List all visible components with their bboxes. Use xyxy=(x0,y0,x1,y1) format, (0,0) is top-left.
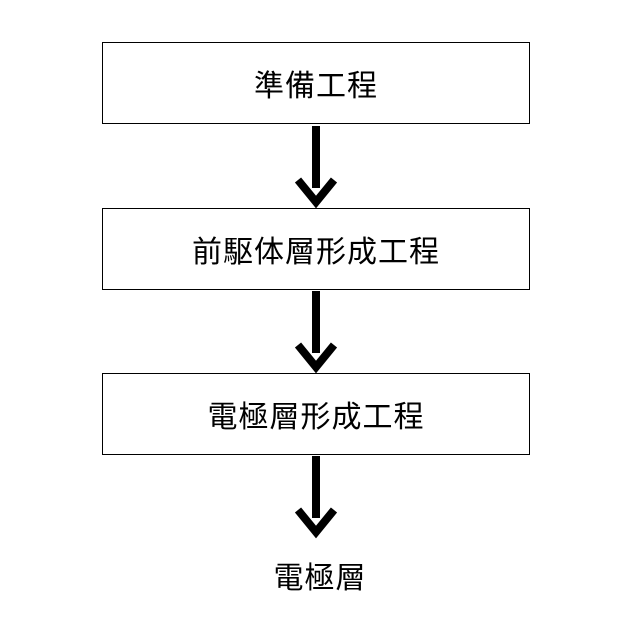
step-box-electrode-layer-formation: 電極層形成工程 xyxy=(102,373,530,455)
step-label-precursor-layer-formation: 前駆体層形成工程 xyxy=(192,227,440,271)
down-arrow-icon xyxy=(292,126,340,212)
down-arrow-icon xyxy=(292,456,340,542)
step-label-preparation: 準備工程 xyxy=(254,61,378,105)
step-box-precursor-layer-formation: 前駆体層形成工程 xyxy=(102,208,530,290)
down-arrow-icon xyxy=(292,291,340,377)
step-box-preparation: 準備工程 xyxy=(102,42,530,124)
result-label-electrode-layer: 電極層 xyxy=(0,553,640,597)
step-label-electrode-layer-formation: 電極層形成工程 xyxy=(208,392,425,436)
